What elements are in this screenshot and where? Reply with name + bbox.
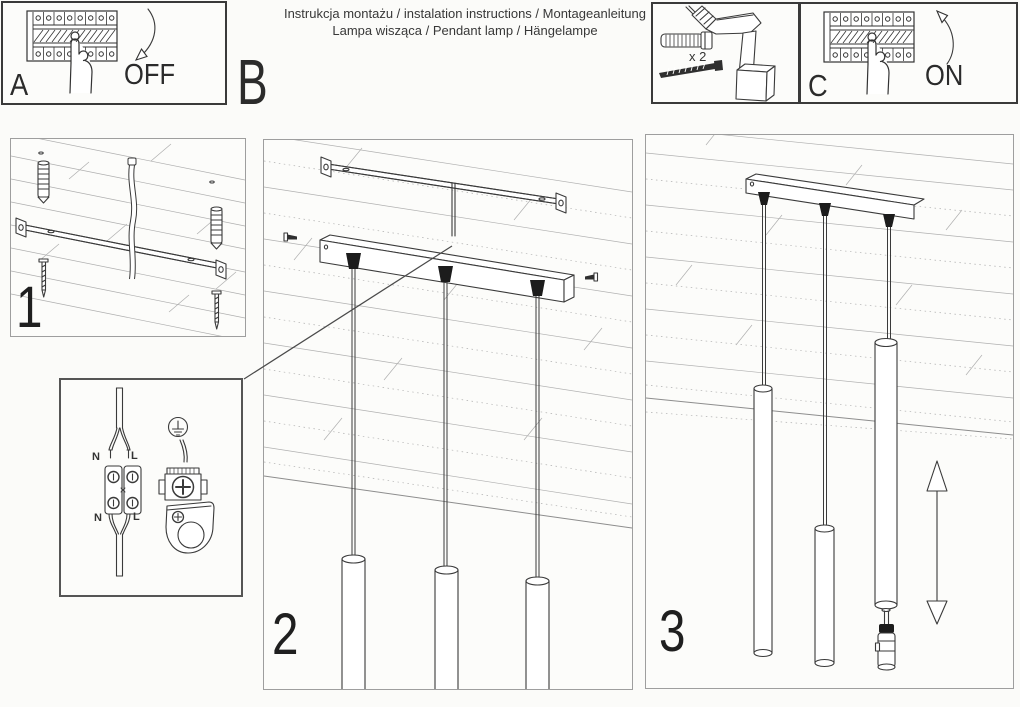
canopy-stem xyxy=(451,182,456,237)
wire-label-l-out: L xyxy=(133,511,140,523)
wire-label-l-in: L xyxy=(131,450,138,462)
breaker-off-illustration xyxy=(26,8,156,94)
curved-arrow-up-icon xyxy=(935,9,954,65)
ceiling-wall-edge xyxy=(264,475,632,529)
pendant-cables xyxy=(762,205,891,527)
wiring-detail-inset: N L N L xyxy=(59,378,243,597)
section-b-label: B xyxy=(237,46,268,118)
panel-c-letter: C xyxy=(808,68,828,103)
screw-icon xyxy=(659,60,723,78)
supply-cable xyxy=(108,387,131,459)
ceiling-wall-edge xyxy=(646,397,1013,436)
bulb-socket-icon xyxy=(874,607,896,671)
title-line-2: Lampa wisząca / Pendant lamp / Hängelamp… xyxy=(332,23,598,38)
strain-relief-bracket-icon xyxy=(165,501,215,554)
panel-c-power-on: C ON xyxy=(799,2,1018,104)
mounting-screw-icon xyxy=(38,258,222,330)
wall-anchor-icon xyxy=(660,31,713,50)
step3-number: 3 xyxy=(659,599,686,664)
mounting-bracket-icon xyxy=(15,217,227,280)
earth-symbol-icon xyxy=(167,416,189,438)
panel-a-power-off: A OFF xyxy=(1,1,227,105)
step1-number: 1 xyxy=(16,275,43,340)
canopy-icon xyxy=(745,173,925,220)
sheet-title: Instrukcja montażu / instalation instruc… xyxy=(160,5,770,39)
power-off-label: OFF xyxy=(124,59,176,91)
ground-terminal-icon xyxy=(158,467,208,501)
step2-number: 2 xyxy=(272,602,299,667)
step3-illustration xyxy=(646,135,1013,671)
step2-box: 2 xyxy=(263,139,633,690)
curved-arrow-down-icon xyxy=(134,8,156,61)
terminal-block-icon xyxy=(104,465,142,515)
ceiling-planks xyxy=(646,135,1013,440)
step3-box: 3 xyxy=(645,134,1014,689)
pendant-tube-icons xyxy=(341,554,550,689)
drill-hole-marks xyxy=(38,151,215,184)
mounting-bracket-icon xyxy=(320,156,567,214)
fixture-cable xyxy=(108,513,131,577)
panel-a-letter: A xyxy=(10,67,29,102)
pendant-tube-icons xyxy=(753,337,898,668)
cord-grip-icons xyxy=(758,192,895,227)
breaker-on-illustration xyxy=(823,9,954,95)
tools-illustration xyxy=(659,5,776,102)
ceiling-planks xyxy=(264,140,632,518)
wall-anchor-icon xyxy=(37,160,223,250)
wire-label-n-in: N xyxy=(92,451,100,463)
power-on-label: ON xyxy=(925,60,964,92)
title-line-1: Instrukcja montażu / instalation instruc… xyxy=(283,6,647,21)
step2-illustration xyxy=(264,140,632,689)
height-adjust-arrow-icon xyxy=(926,460,948,625)
anchor-quantity-label: x 2 xyxy=(689,49,707,64)
step1-box: 1 xyxy=(10,138,246,337)
wiring-illustration xyxy=(104,387,215,577)
panel-tools: x 2 xyxy=(651,2,800,104)
wire-label-n-out: N xyxy=(94,512,102,524)
earth-wire xyxy=(179,439,188,463)
power-cable-icon xyxy=(127,157,138,280)
drill-icon xyxy=(685,5,776,102)
step1-illustration xyxy=(11,139,245,336)
canopy-screw-icon xyxy=(283,232,599,282)
